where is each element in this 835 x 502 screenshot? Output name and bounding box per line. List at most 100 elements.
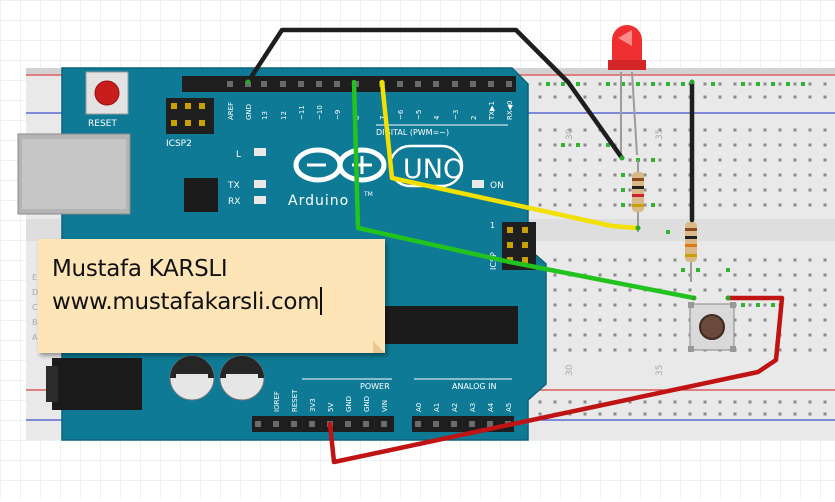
breadboard-hole [538,143,542,147]
breadboard-hole [778,158,782,162]
breadboard-hole [568,258,572,262]
breadboard-hole [568,400,572,404]
breadboard-hole [688,412,692,416]
breadboard-hole [643,400,647,404]
breadboard-hole [748,318,752,322]
breadboard-hole [793,203,797,207]
led-rx [254,196,266,204]
wire-green [351,79,697,301]
breadboard-hole [808,258,812,262]
breadboard-hole [628,273,632,277]
breadboard-hole [808,400,812,404]
breadboard-hole [553,188,557,192]
breadboard-hole-active [756,82,760,86]
icsp-label: ICSP [489,252,498,270]
breadboard-hole-active [651,203,655,207]
breadboard-hole [583,303,587,307]
led-tx [254,180,266,188]
breadboard-hole [568,95,572,99]
breadboard-hole [763,348,767,352]
breadboard-hole [658,333,662,337]
breadboard-hole [718,188,722,192]
breadboard-hole [598,203,602,207]
breadboard-hole [718,258,722,262]
header-pin [363,421,369,427]
breadboard-hole [823,258,827,262]
breadboard-hole [553,400,557,404]
breadboard-hole [598,333,602,337]
breadboard-hole [613,273,617,277]
breadboard-hole [673,158,677,162]
breadboard-hole [793,318,797,322]
breadboard-hole [733,82,737,86]
breadboard-hole-active [636,82,640,86]
breadboard-hole-active [741,303,745,307]
breadboard-hole [628,400,632,404]
breadboard-hole [583,203,587,207]
breadboard-hole [793,333,797,337]
power-analog-pins [255,421,511,427]
breadboard-hole-active [621,173,625,177]
breadboard-hole [763,158,767,162]
breadboard-hole [793,158,797,162]
breadboard-hole [793,273,797,277]
breadboard-hole [673,258,677,262]
led-on-label: ON [490,181,504,191]
breadboard-hole [568,288,572,292]
breadboard-hole [808,318,812,322]
author-note: Mustafa KARSLI www.mustafakarsli.com [38,239,385,353]
digital-pin-label: AREF [227,102,235,120]
breadboard-hole [613,188,617,192]
breadboard-hole [673,128,677,132]
breadboard-hole [643,128,647,132]
breadboard-hole [643,412,647,416]
breadboard-hole [733,412,737,416]
breadboard-hole [673,400,677,404]
breadboard-hole [568,203,572,207]
breadboard-hole [628,303,632,307]
breadboard-hole [598,143,602,147]
breadboard-hole [778,188,782,192]
breadboard-hole [643,188,647,192]
breadboard-hole [748,203,752,207]
breadboard-hole [718,173,722,177]
uno-label: UNO [403,154,464,185]
header-pin [255,421,261,427]
breadboard-hole [763,273,767,277]
breadboard-hole [733,95,737,99]
digital-pin-label: ~5 [415,110,423,120]
breadboard-hole [703,82,707,86]
breadboard-hole [598,303,602,307]
breadboard-hole [538,128,542,132]
usb-chip [184,178,218,212]
breadboard-hole [568,158,572,162]
breadboard-hole [793,188,797,192]
breadboard-hole [778,173,782,177]
breadboard-hole [538,158,542,162]
breadboard-hole [553,273,557,277]
breadboard-hole [748,412,752,416]
icsp-pin1-label: 1 [490,221,495,230]
trademark-label: TM [363,191,373,198]
col-label: 35 [655,365,665,376]
power-pin-label: RESET [291,389,299,412]
breadboard-hole [778,128,782,132]
breadboard-hole [643,158,647,162]
breadboard-hole [673,95,677,99]
breadboard-hole [583,128,587,132]
breadboard-hole [718,95,722,99]
breadboard-hole-active [621,203,625,207]
breadboard-hole [538,95,542,99]
breadboard-hole [583,348,587,352]
breadboard-hole [673,273,677,277]
breadboard-hole [658,82,662,86]
breadboard-hole [823,348,827,352]
breadboard-hole [793,143,797,147]
breadboard-hole [658,158,662,162]
breadboard-hole [598,188,602,192]
breadboard-hole-active [621,82,625,86]
resistor [632,160,644,232]
breadboard-hole-active [726,268,730,272]
digital-pin-label: TX▶1 [488,101,496,121]
breadboard-hole [553,288,557,292]
